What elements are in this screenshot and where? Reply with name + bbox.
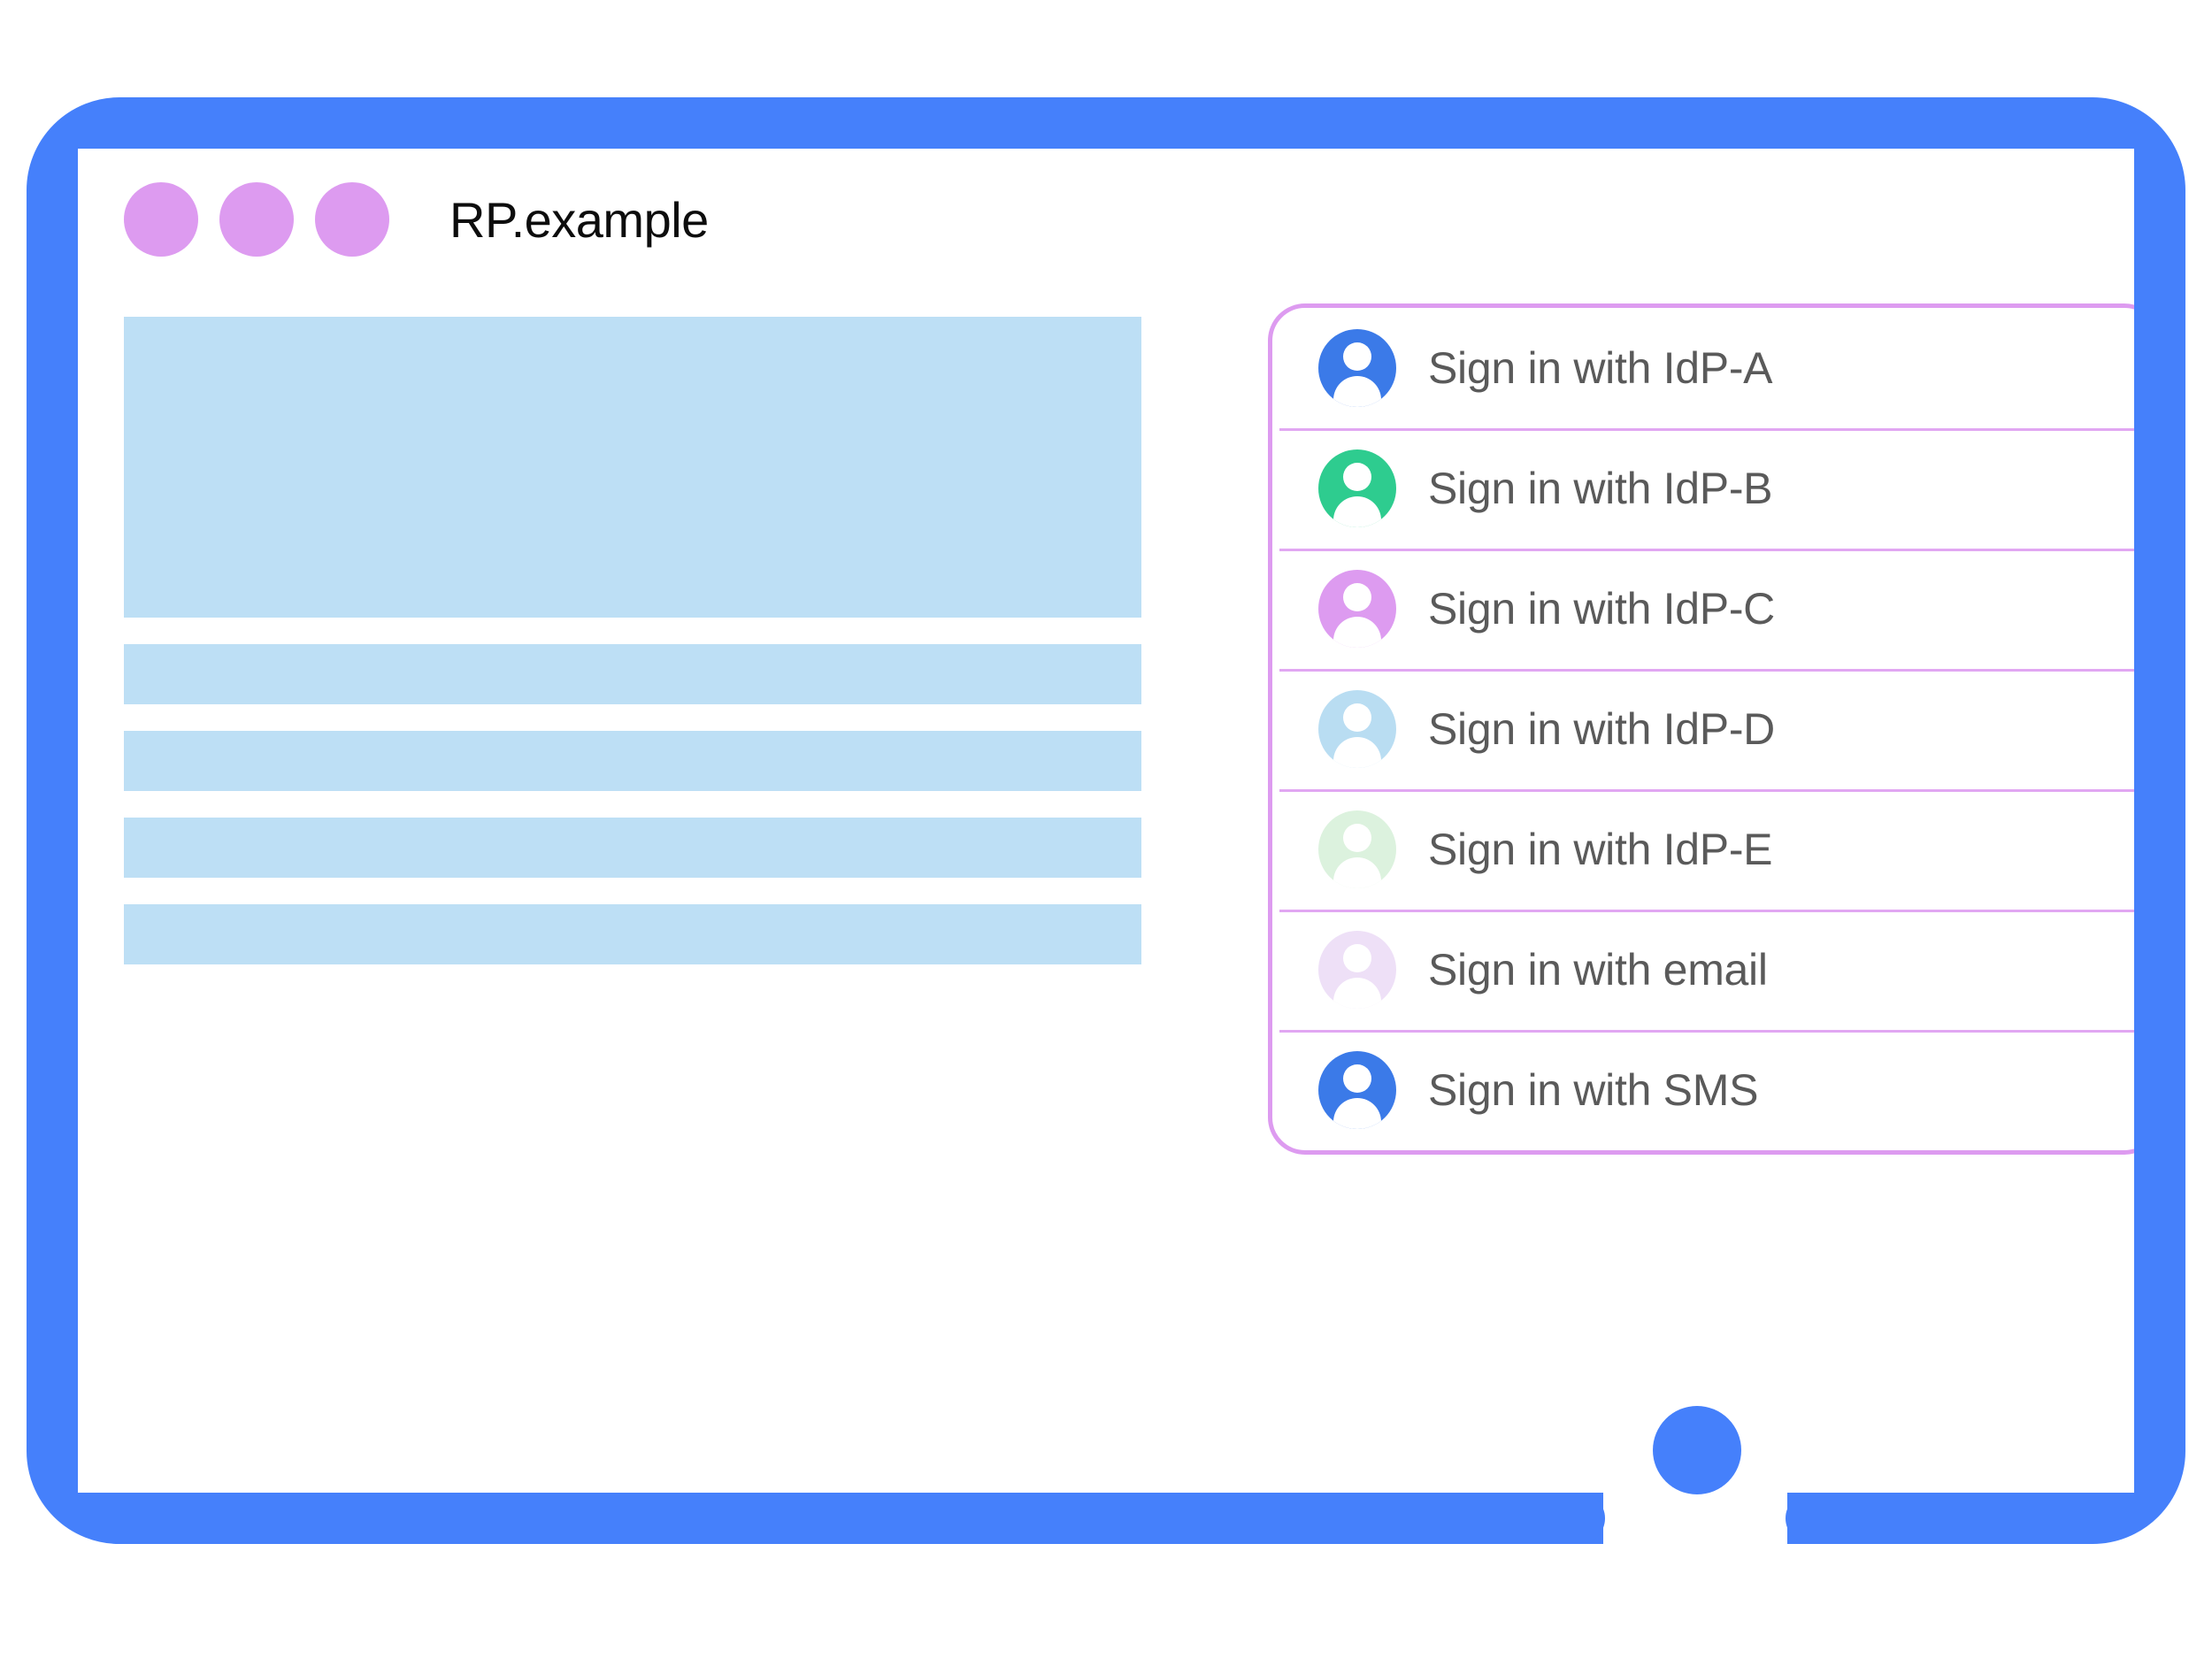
- home-button[interactable]: [1653, 1406, 1741, 1494]
- page-content-placeholders: [124, 317, 1141, 991]
- avatar-head: [1343, 703, 1371, 732]
- signin-label: Sign in with IdP-E: [1428, 825, 1773, 874]
- avatar-head: [1343, 824, 1371, 852]
- signin-label: Sign in with email: [1428, 945, 1768, 995]
- avatar-shoulders: [1333, 496, 1381, 527]
- signin-row[interactable]: Sign in with IdP-D: [1272, 669, 2134, 789]
- page-title: RP.example: [449, 191, 709, 248]
- avatar-shoulders: [1333, 617, 1381, 648]
- text-line-placeholder-4: [124, 904, 1141, 964]
- signin-row[interactable]: Sign in with IdP-B: [1272, 428, 2134, 549]
- avatar-head: [1343, 1064, 1371, 1093]
- titlebar-dot-1[interactable]: [124, 182, 198, 257]
- avatar-head: [1343, 342, 1371, 371]
- avatar-head: [1343, 463, 1371, 491]
- avatar-shoulders: [1333, 978, 1381, 1009]
- bottom-bar-right-segment: [1786, 1493, 1840, 1544]
- signin-label: Sign in with IdP-C: [1428, 584, 1775, 634]
- signin-row[interactable]: Sign in with IdP-E: [1272, 789, 2134, 910]
- avatar-idp-a-icon: [1318, 329, 1396, 407]
- avatar-shoulders: [1333, 857, 1381, 888]
- avatar-sms-icon: [1318, 1051, 1396, 1129]
- account-chooser-card: Sign in with IdP-A Sign in with IdP-B Sign…: [1268, 303, 2134, 1155]
- avatar-shoulders: [1333, 376, 1381, 407]
- signin-label: Sign in with IdP-D: [1428, 704, 1775, 754]
- signin-label: Sign in with IdP-B: [1428, 464, 1773, 513]
- avatar-head: [1343, 944, 1371, 972]
- signin-row[interactable]: Sign in with IdP-A: [1272, 308, 2134, 428]
- signin-row[interactable]: Sign in with SMS: [1272, 1030, 2134, 1150]
- browser-titlebar: RP.example: [124, 182, 709, 257]
- avatar-idp-b-icon: [1318, 449, 1396, 527]
- avatar-idp-e-icon: [1318, 810, 1396, 888]
- titlebar-dot-3[interactable]: [315, 182, 389, 257]
- avatar-head: [1343, 583, 1371, 611]
- signin-label: Sign in with SMS: [1428, 1065, 1759, 1115]
- avatar-email-icon: [1318, 931, 1396, 1009]
- titlebar-dot-2[interactable]: [219, 182, 294, 257]
- text-line-placeholder-2: [124, 731, 1141, 791]
- signin-label: Sign in with IdP-A: [1428, 343, 1773, 393]
- text-line-placeholder-3: [124, 818, 1141, 878]
- signin-row[interactable]: Sign in with email: [1272, 910, 2134, 1030]
- avatar-shoulders: [1333, 1098, 1381, 1129]
- signin-row[interactable]: Sign in with IdP-C: [1272, 549, 2134, 669]
- avatar-idp-d-icon: [1318, 690, 1396, 768]
- bottom-bar-left-segment: [1550, 1493, 1605, 1544]
- avatar-shoulders: [1333, 737, 1381, 768]
- text-line-placeholder-1: [124, 644, 1141, 704]
- avatar-idp-c-icon: [1318, 570, 1396, 648]
- hero-placeholder: [124, 317, 1141, 618]
